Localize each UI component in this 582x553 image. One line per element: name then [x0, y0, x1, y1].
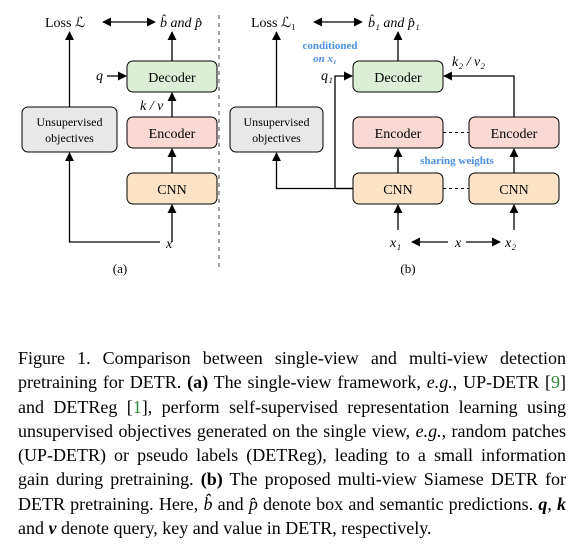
prediction-label: b̂ and p̂: [160, 14, 202, 31]
caption-text: The proposed multi-view Siamese DETR for…: [18, 469, 566, 514]
encoder-right-label: Encoder: [491, 127, 538, 142]
caption-eg: e.g.: [415, 420, 442, 441]
key-value-label: k / v: [140, 99, 164, 114]
caption-tag-b: (b): [200, 469, 223, 490]
cnn-label: CNN: [157, 183, 187, 198]
loss-label: Loss ℒ₁: [251, 16, 296, 31]
encoder-left-label: Encoder: [375, 127, 422, 142]
unsupervised-label-line2: objectives: [252, 131, 301, 145]
caption-text: Comparison between single-view and multi…: [18, 348, 567, 393]
query-label: q: [96, 69, 103, 84]
cnn-left-to-query-arrow: [334, 71, 353, 190]
caption-p-hat: p̂: [248, 493, 258, 514]
figure-caption: Figure 1. Comparison between single-view…: [18, 346, 566, 540]
caption-q: q: [538, 493, 548, 514]
loss-label: Loss ℒ: [45, 16, 85, 31]
decoder-label: Decoder: [148, 71, 196, 86]
caption-text: ] and DETReg [: [18, 372, 567, 417]
conditioned-note-line1: conditioned: [302, 40, 357, 52]
caption-text: , UP-DETR [: [452, 372, 552, 393]
unsupervised-label-line1: Unsupervised: [244, 115, 310, 129]
key-value-label: k₂ / v₂: [452, 55, 485, 70]
caption-v: v: [48, 518, 57, 539]
caption-text: ,: [547, 493, 557, 514]
input-label: x: [165, 237, 173, 252]
caption-text: The single-view framework,: [208, 372, 427, 393]
sharing-weights-note: sharing weights: [420, 155, 494, 167]
caption-text: denote box and semantic predictions.: [257, 493, 539, 514]
cnn-right-label: CNN: [499, 183, 529, 198]
encoder-right-to-decoder-arrow: [443, 71, 515, 117]
encoder-label: Encoder: [149, 127, 196, 142]
caption-text: and: [212, 493, 249, 514]
caption-b-hat: b̂: [203, 493, 213, 514]
caption-label: Figure 1.: [18, 348, 91, 368]
panel-b: Loss ℒ₁ b̂₁ and p̂₁ Unsupervised objecti…: [229, 14, 560, 276]
panel-a: Loss ℒ b̂ and p̂ Unsupervised objectives…: [21, 14, 218, 276]
caption-k: k: [557, 493, 566, 514]
citation-link-1[interactable]: 1: [132, 396, 142, 417]
caption-text: ], perform self-supervised representatio…: [18, 396, 566, 441]
conditioned-note-line2: on x₁: [313, 53, 337, 65]
unsupervised-label-line2: objectives: [45, 131, 94, 145]
cnn-left-to-unsupervised-arrow: [271, 152, 353, 190]
panel-a-tag: (a): [113, 261, 127, 276]
x1-label: x₁: [389, 236, 401, 251]
caption-text: , random patches (UP-DETR) or pseudo lab…: [18, 420, 566, 490]
x-label: x: [454, 236, 462, 251]
prediction-label: b̂₁ and p̂₁: [368, 14, 420, 31]
caption-text: denote query, key and value in DETR, res…: [56, 518, 432, 539]
x2-label: x₂: [504, 236, 516, 251]
decoder-label: Decoder: [374, 71, 422, 86]
unsupervised-objectives-box: [229, 106, 324, 153]
figure-1-diagram: Loss ℒ b̂ and p̂ Unsupervised objectives…: [21, 14, 560, 276]
caption-tag-a: (a): [187, 372, 209, 393]
caption-eg: e.g.: [426, 372, 453, 393]
caption-text: and: [18, 518, 49, 539]
panel-b-tag: (b): [400, 261, 415, 276]
unsupervised-label-line1: Unsupervised: [37, 115, 103, 129]
cnn-left-label: CNN: [383, 183, 413, 198]
unsupervised-objectives-box: [21, 106, 118, 153]
input-to-unsupervised-arrow: [64, 152, 160, 243]
query-label: q₁: [321, 69, 333, 84]
citation-link-9[interactable]: 9: [551, 372, 561, 393]
